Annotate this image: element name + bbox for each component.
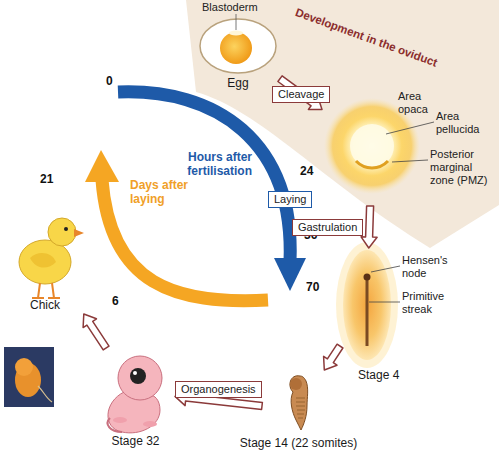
blue-time-arrow-part (274, 258, 306, 291)
egg-drawing-part (200, 19, 276, 73)
stage-caption: Chick (5, 298, 85, 312)
time-number: 6 (112, 294, 119, 308)
stage4-embryo-part (369, 302, 400, 303)
time-number: 21 (40, 172, 53, 186)
stage4-embryo-part (343, 250, 391, 360)
chick-drawing-part (48, 218, 76, 246)
time-number: 24 (300, 164, 313, 178)
stage14-embryo-part (290, 376, 308, 430)
blastoderm-disc-part (350, 124, 394, 168)
stage32-embryo-part (130, 368, 146, 384)
orange-time-arrow-part (85, 150, 119, 182)
process-label-box: Organogenesis (175, 381, 262, 398)
time-number: 70 (306, 280, 319, 294)
chick-drawing-part (30, 253, 56, 268)
stage-caption: Stage 14 (22 somites) (240, 436, 357, 450)
chick-drawing (19, 218, 84, 298)
orange-time-arrow-part (102, 180, 268, 301)
part-label: Primitive streak (402, 290, 458, 316)
embryo-photo (4, 347, 54, 407)
embryo-photo-part (4, 347, 54, 407)
chick-drawing-part (19, 240, 71, 284)
stage4-embryo-part (366, 279, 369, 346)
egg-drawing-part (229, 31, 243, 36)
embryo-photo-part (38, 386, 52, 402)
part-label: Area pellucida (436, 110, 494, 136)
stage-caption: Stage 4 (358, 368, 418, 382)
egg-drawing-part (220, 32, 252, 64)
process-label-box: Cleavage (272, 86, 330, 103)
egg-drawing-part (236, 14, 237, 30)
embryo-photo-part (15, 358, 33, 376)
chick-drawing-part (64, 227, 68, 231)
stage32-embryo (108, 356, 162, 433)
stage32-embryo-part (133, 371, 137, 375)
event-box: Laying (268, 191, 312, 208)
part-label: Hensen's node (402, 254, 454, 280)
stage4-embryo-part (336, 242, 398, 368)
stage14-embryo-part (296, 398, 305, 418)
orange-time-arrow (85, 150, 268, 301)
stage4-embryo-part (371, 266, 400, 272)
stage32-embryo-part (113, 417, 127, 423)
stage14-embryo (290, 376, 308, 430)
blastoderm-disc-part (356, 161, 388, 168)
axis-label: Days after laying (130, 178, 210, 207)
process-label-box: Gastrulation (292, 219, 363, 236)
time-number: 0 (106, 74, 113, 88)
stage-arrow (361, 206, 377, 248)
stage-caption: Stage 32 (88, 434, 183, 448)
stage32-embryo-part (118, 356, 162, 400)
stage-caption: Egg (196, 76, 280, 90)
stage32-embryo-part (143, 421, 157, 427)
part-label: Blastoderm (202, 1, 258, 14)
stage-arrow (83, 314, 109, 350)
band-shape-fill (186, 0, 499, 248)
stage14-embryo-part (290, 378, 302, 390)
stage4-embryo-part (364, 274, 371, 281)
axis-label: Hours after fertilisation (160, 150, 252, 179)
stage4-embryo (336, 242, 400, 368)
part-label: Posterior marginal zone (PMZ) (430, 148, 496, 188)
stage-arrow (324, 344, 343, 370)
chick-drawing-part (74, 229, 84, 237)
chick-drawing-part (32, 283, 60, 298)
